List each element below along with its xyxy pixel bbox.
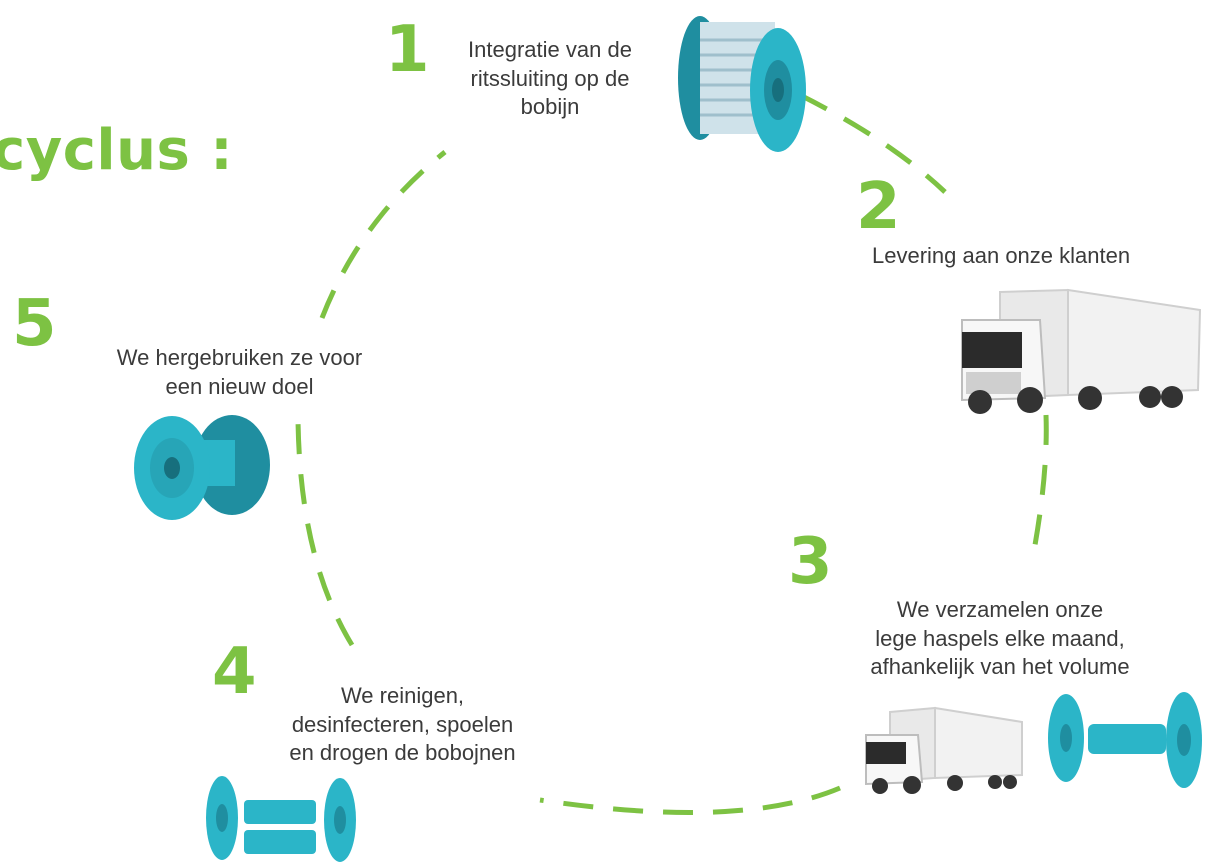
arc-3-to-4: [539, 785, 841, 815]
step-5-number: 5: [12, 287, 57, 361]
arc-5-to-1: [319, 150, 447, 319]
step-2-number: 2: [856, 170, 901, 244]
arc-4-to-5: [295, 419, 355, 647]
page-title: cyclus :: [0, 118, 234, 183]
step-3-label: We verzamelen onze lege haspels elke maa…: [870, 597, 1130, 680]
step-1-number: 1: [385, 13, 430, 87]
step-4-number: 4: [212, 635, 257, 709]
arc-1-to-2: [798, 92, 947, 194]
step-4-label: We reinigen, desinfecteren, spoelen en d…: [289, 683, 516, 766]
step-5-label: We hergebruiken ze voor een nieuw doel: [116, 345, 363, 399]
step-2-label: Levering aan onze klanten: [872, 243, 1131, 268]
arc-2-to-3: [1032, 414, 1049, 546]
step-1-label: Integratie van de ritssluiting op de bob…: [468, 37, 632, 120]
step-3-number: 3: [788, 525, 833, 599]
